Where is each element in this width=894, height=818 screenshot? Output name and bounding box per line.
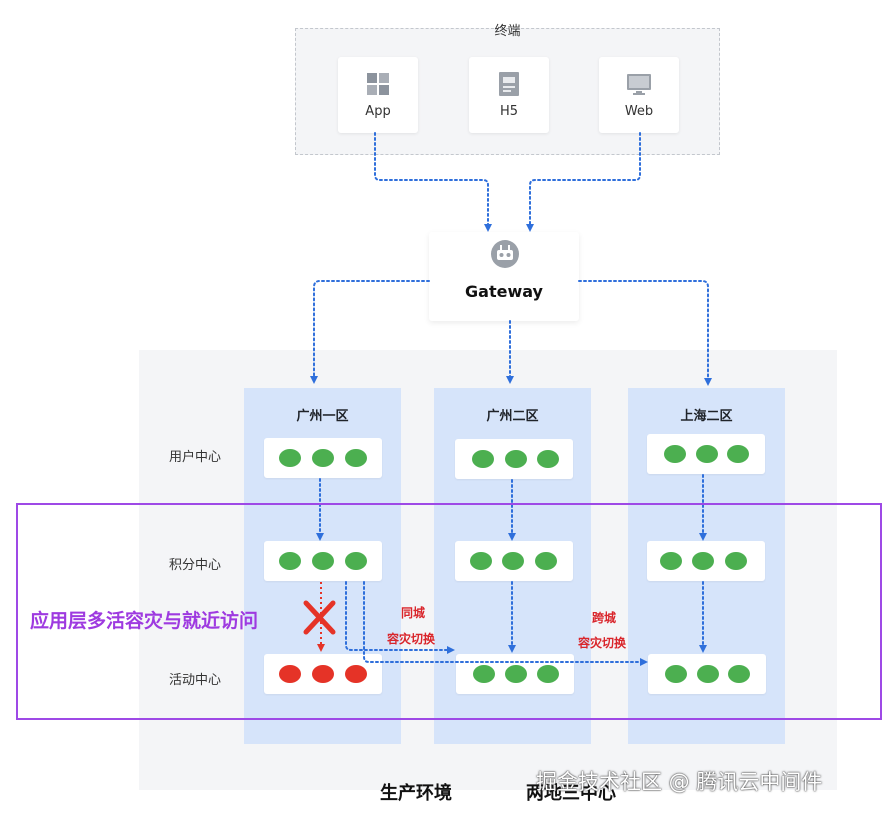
instance-healthy: [279, 449, 301, 467]
points-center-gz2[interactable]: [455, 541, 573, 581]
instance-healthy: [505, 450, 527, 468]
web-label: Web: [624, 104, 654, 119]
gateway-node[interactable]: Gateway: [429, 232, 579, 321]
link-failover-cross-city: [363, 581, 648, 666]
link-failover-same-city: [345, 581, 455, 654]
link-web-to-gateway: [526, 132, 641, 232]
user-center-gz1[interactable]: [264, 438, 382, 478]
user-center-gz2[interactable]: [455, 439, 573, 479]
row-label-points-center: 积分中心: [169, 558, 222, 573]
instance-healthy: [725, 552, 747, 570]
instance-healthy: [473, 665, 495, 683]
h5-label: H5: [499, 104, 519, 119]
instance-healthy: [535, 552, 557, 570]
instance-healthy: [537, 665, 559, 683]
zone-title: 广州二区: [486, 409, 539, 424]
zone-title: 上海二区: [680, 409, 733, 424]
terminal-title: 终端: [494, 24, 521, 39]
instance-healthy: [505, 665, 527, 683]
web-card[interactable]: Web: [599, 57, 679, 133]
row-label-activity-center: 活动中心: [169, 673, 222, 688]
instance-healthy: [312, 552, 334, 570]
instance-healthy: [470, 552, 492, 570]
activity-center-gz1[interactable]: [264, 654, 382, 694]
instance-healthy: [665, 665, 687, 683]
app-layer-highlight: [16, 503, 882, 720]
failure-x-icon: [303, 600, 336, 635]
instance-healthy: [664, 445, 686, 463]
cross-city-label-line2: 容灾切换: [578, 636, 627, 650]
h5-card[interactable]: H5: [469, 57, 549, 133]
watermark: 掘金技术社区 @ 腾讯云中间件: [536, 770, 823, 794]
instance-healthy: [727, 445, 749, 463]
grid-icon: [367, 73, 389, 95]
zone-title: 广州一区: [296, 409, 349, 424]
robot-gateway-icon: [491, 240, 519, 268]
instance-healthy: [537, 450, 559, 468]
app-card[interactable]: App: [338, 57, 418, 133]
instance-healthy: [697, 665, 719, 683]
link-gateway-to-sh2: [578, 280, 712, 386]
same-city-label-line2: 容灾切换: [387, 632, 436, 646]
instance-failed: [279, 665, 301, 683]
instance-failed: [312, 665, 334, 683]
same-city-label-line1: 同城: [401, 606, 426, 620]
activity-center-sh2[interactable]: [648, 654, 766, 694]
points-center-sh2[interactable]: [647, 541, 765, 581]
two-sites-label: 两地三中心: [526, 783, 616, 804]
instance-healthy: [472, 450, 494, 468]
instance-healthy: [502, 552, 524, 570]
instance-healthy: [279, 552, 301, 570]
link-app-to-gateway: [374, 132, 492, 232]
instance-healthy: [728, 665, 750, 683]
points-center-gz1[interactable]: [264, 541, 382, 581]
user-center-sh2[interactable]: [647, 434, 765, 474]
app-layer-title: 应用层多活容灾与就近访问: [30, 610, 259, 632]
gateway-label: Gateway: [465, 282, 543, 301]
row-label-user-center: 用户中心: [169, 450, 222, 465]
instance-healthy: [692, 552, 714, 570]
app-label: App: [365, 104, 391, 119]
link-gateway-to-gz1: [310, 280, 430, 384]
document-icon: [499, 72, 519, 96]
production-env-label: 生产环境: [380, 783, 452, 804]
activity-center-gz2[interactable]: [456, 654, 574, 694]
instance-failed: [345, 665, 367, 683]
instance-healthy: [312, 449, 334, 467]
instance-healthy: [696, 445, 718, 463]
monitor-icon: [627, 74, 651, 95]
instance-healthy: [345, 552, 367, 570]
instance-healthy: [660, 552, 682, 570]
instance-healthy: [345, 449, 367, 467]
cross-city-label-line1: 跨城: [592, 611, 617, 625]
